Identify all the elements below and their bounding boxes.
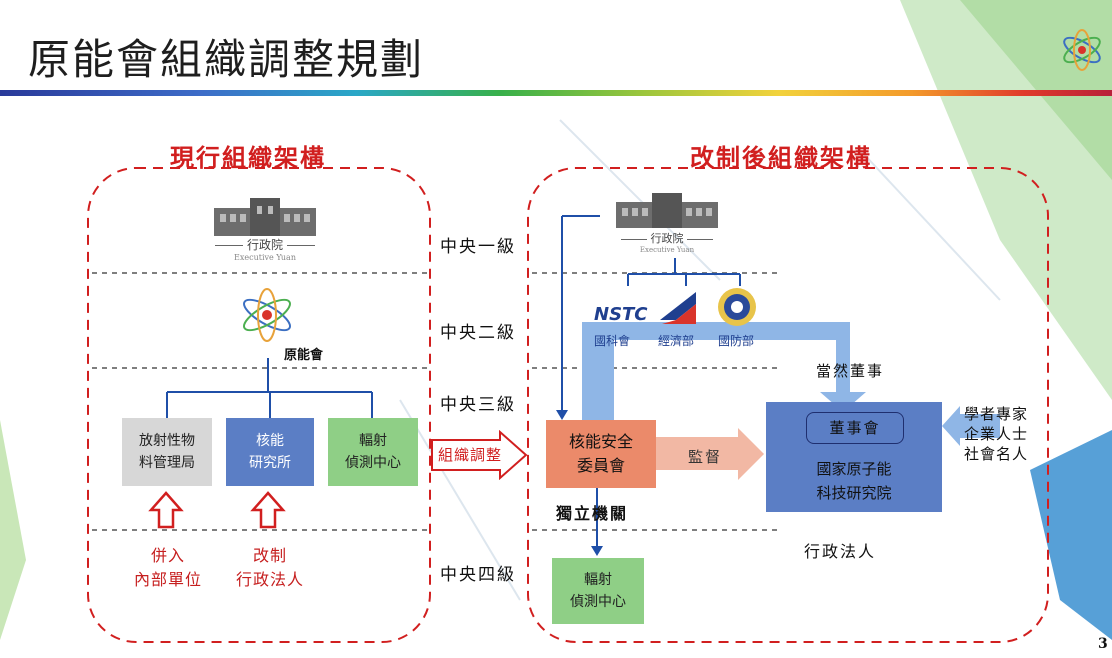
level-2-label: 中央二級 (440, 323, 516, 343)
ministry-label: 國科會 (594, 334, 631, 348)
supervise-label: 監督 (688, 448, 723, 466)
box-line: 核能 (256, 433, 284, 449)
note-line: 併入 (150, 546, 185, 565)
box-line: 國家原子能 (816, 460, 892, 478)
box-line: 核能安全 (568, 432, 633, 451)
radiation-monitoring-center-box-future: 輻射 偵測中心 (552, 558, 644, 624)
institute-name: 國家原子能 科技研究院 (766, 454, 942, 508)
box-line: 偵測中心 (570, 594, 626, 610)
administrative-legal-person-label: 行政法人 (804, 542, 877, 561)
ex-officio-label: 當然董事 (816, 362, 885, 380)
transition-label: 組織調整 (438, 446, 503, 464)
box-line: 科技研究院 (816, 484, 892, 502)
up-arrow-icon (250, 491, 286, 529)
external-member: 學者專家 (964, 405, 1029, 423)
box-line: 輻射 (359, 433, 387, 449)
executive-yuan-label: 行政院 Executive Yuan (196, 236, 334, 263)
box-line: 研究所 (249, 455, 291, 471)
ministry-economic-affairs-icon (660, 292, 696, 324)
box-line: 偵測中心 (345, 455, 401, 471)
external-member: 企業人士 (964, 425, 1029, 443)
executive-yuan-building-icon (616, 193, 718, 228)
aec-logo-icon (1063, 29, 1101, 71)
page-title: 原能會組織調整規劃 (28, 35, 425, 84)
level-1-label: 中央一級 (440, 237, 516, 257)
nstc-logo-icon: NSTC (594, 304, 648, 325)
box-line: 輻射 (584, 572, 612, 588)
ministry-label: 經濟部 (658, 334, 695, 348)
executive-yuan-building-icon (214, 198, 316, 236)
merge-note: 併入 內部單位 (120, 544, 216, 592)
ministry-label: 國防部 (718, 334, 755, 348)
executive-yuan-name-en: Executive Yuan (234, 253, 296, 262)
radioactive-material-bureau-box: 放射性物 料管理局 (122, 418, 212, 486)
future-structure-heading: 改制後組織架構 (690, 144, 872, 172)
aec-label: 原能會 (284, 348, 324, 363)
note-line: 改制 (252, 546, 287, 565)
box-line: 料管理局 (139, 455, 195, 471)
convert-note: 改制 行政法人 (220, 544, 320, 592)
external-member: 社會名人 (964, 445, 1029, 463)
up-arrow-icon (148, 491, 184, 529)
board-box: 董事會 (806, 412, 904, 444)
nuclear-research-institute-box: 核能 研究所 (226, 418, 314, 486)
ministry-defense-icon (718, 288, 756, 326)
current-structure-heading: 現行組織架構 (170, 144, 326, 172)
transition-arrow-icon (431, 430, 528, 480)
executive-yuan-name: 行政院 (246, 238, 283, 252)
current-connectors (166, 358, 373, 418)
level-3-label: 中央三級 (440, 395, 516, 415)
nuclear-safety-commission-box: 核能安全 委員會 (546, 420, 656, 488)
box-line: 委員會 (576, 456, 625, 475)
level-4-label: 中央四級 (440, 565, 516, 585)
executive-yuan-label-future: 行政院 Executive Yuan (600, 230, 734, 255)
external-members: 學者專家 企業人士 社會名人 (964, 404, 1028, 464)
title-divider (0, 90, 1112, 96)
box-line: 放射性物 (139, 433, 195, 449)
note-line: 內部單位 (133, 570, 202, 589)
page-number: 3 (1098, 636, 1108, 652)
nari-institute-box (766, 402, 942, 512)
radiation-monitoring-center-box: 輻射 偵測中心 (328, 418, 418, 486)
executive-yuan-name-en: Executive Yuan (639, 246, 695, 254)
note-line: 行政法人 (235, 570, 304, 589)
independent-agency-label: 獨立機關 (556, 504, 629, 523)
aec-atom-icon (243, 288, 291, 342)
executive-yuan-name: 行政院 (650, 232, 684, 245)
